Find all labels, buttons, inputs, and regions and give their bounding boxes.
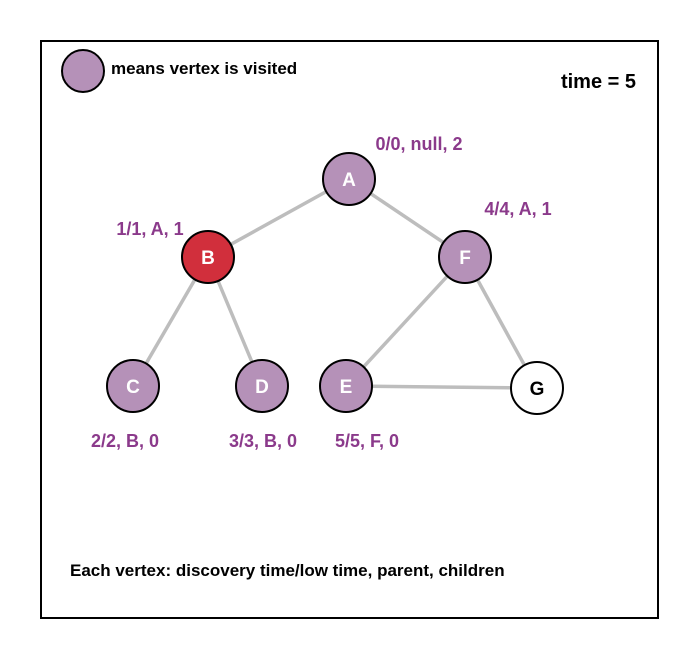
annotations-layer: 0/0, null, 2 1/1, A, 1 2/2, B, 0 3/3, B, 0 5… [91,134,552,451]
vertex-circle-a [322,152,376,206]
edge-f-e [344,255,467,388]
vertex-name-d: D [255,377,269,398]
time-label: time = 5 [561,71,636,93]
vertex-annotation-e: 5/5, F, 0 [335,431,399,451]
vertex-name-b: B [201,248,215,269]
vertex-circle-g [510,361,564,415]
vertex-annotation-b: 1/1, A, 1 [116,219,183,239]
vertex-name-g: G [530,379,545,400]
legend-text: means vertex is visited [111,59,297,78]
vertex-annotation-c: 2/2, B, 0 [91,431,159,451]
footer-legend-text: Each vertex: discovery time/low time, pa… [70,561,505,580]
vertex-a: A [322,152,376,206]
nodes-layer: A B C D E F G [106,152,564,415]
vertex-circle-f [438,230,492,284]
vertex-name-c: C [126,377,140,398]
vertex-circle-e [319,359,373,413]
vertex-annotation-f: 4/4, A, 1 [484,199,551,219]
vertex-g: G [510,361,564,415]
vertex-c: C [106,359,160,413]
edge-e-g [345,384,538,390]
vertex-e: E [319,359,373,413]
vertex-f: F [438,230,492,284]
vertex-annotation-d: 3/3, B, 0 [229,431,297,451]
vertex-circle-d [235,359,289,413]
vertex-name-a: A [342,170,356,191]
vertex-name-e: E [340,377,353,398]
legend-visited-swatch [61,49,105,93]
vertex-b: B [181,230,235,284]
vertex-name-f: F [459,248,471,269]
edges-layer [131,177,539,390]
vertex-circle-c [106,359,160,413]
vertex-circle-b [181,230,235,284]
vertex-d: D [235,359,289,413]
vertex-annotation-a: 0/0, null, 2 [375,134,462,154]
diagram-frame [40,40,659,619]
